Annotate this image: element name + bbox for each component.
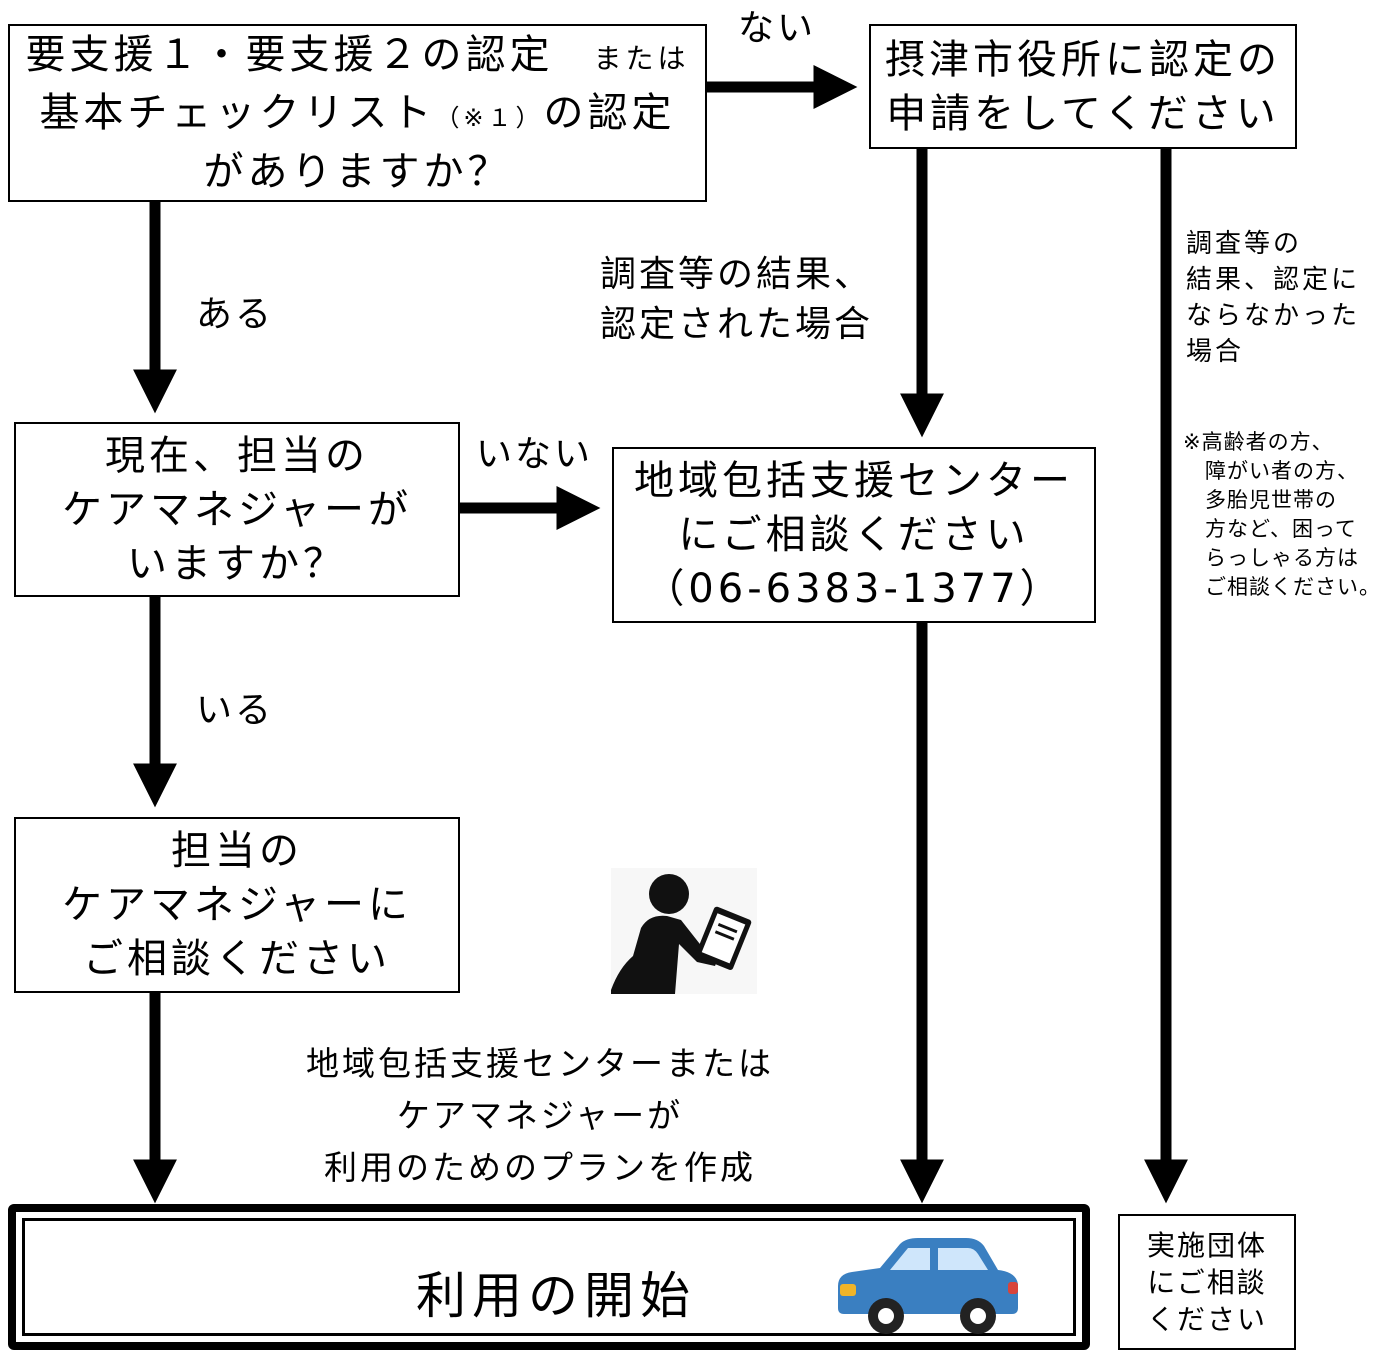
plan-line1: 地域包括支援センターまたは (306, 1044, 774, 1083)
org-line2: にご相談 (1147, 1265, 1267, 1299)
certification-or-text: または (593, 41, 690, 75)
start-use-box: 利用の開始 (8, 1204, 1090, 1350)
consult-manager-line3: ご相談ください (83, 936, 391, 982)
not-certified-line4: 場合 (1186, 337, 1245, 367)
note-line1: ※高齢者の方、 (1183, 430, 1334, 454)
checklist-text: 基本チェックリスト (39, 89, 436, 136)
note-text: ※高齢者の方、 障がい者の方、 多胎児世帯の 方など、困って らっしゃる方は ご… (1183, 428, 1381, 602)
org-line3: ください (1146, 1302, 1267, 1336)
not-certified-line1: 調査等の (1186, 229, 1303, 259)
center-line2: にご相談ください (678, 512, 1030, 558)
car-icon (838, 1238, 1018, 1334)
apply-line2: 申請をしてください (886, 90, 1280, 137)
label-no-cert: ない (738, 8, 817, 49)
certified-line1: 調査等の結果、 (600, 254, 874, 295)
note-line4: 方など、困って (1205, 517, 1357, 541)
plan-line2: ケアマネジャーが (396, 1096, 684, 1135)
label-certified: 調査等の結果、 認定された場合 (600, 250, 873, 350)
plan-line3: 利用のためのプランを作成 (324, 1148, 756, 1187)
label-not-certified: 調査等の 結果、認定に ならなかった 場合 (1186, 226, 1360, 370)
manager-q-line3: いますか？ (127, 540, 347, 587)
consult-manager-line2: ケアマネジャーに (62, 882, 412, 928)
label-yes-cert: ある (196, 294, 275, 335)
not-certified-line3: ならなかった (1186, 301, 1361, 331)
not-certified-line2: 結果、認定に (1186, 265, 1361, 295)
plan-text: 地域包括支援センターまたは ケアマネジャーが 利用のためのプランを作成 (290, 1038, 790, 1194)
center-phone: （06-6383-1377） (644, 566, 1064, 612)
consult-org-box: 実施団体 にご相談 ください (1118, 1214, 1296, 1350)
note-line2: 障がい者の方、 (1205, 459, 1359, 483)
care-manager-question-box: 現在、担当の ケアマネジャーが いますか？ (14, 422, 460, 597)
checklist-cert-text: の認定 (543, 89, 676, 136)
consult-center-box: 地域包括支援センター にご相談ください （06-6383-1377） (612, 447, 1096, 623)
apply-city-hall-box: 摂津市役所に認定の 申請をしてください (869, 24, 1297, 149)
person-writing-clipboard-icon (611, 868, 757, 994)
center-line1: 地域包括支援センター (634, 458, 1074, 504)
consult-care-manager-box: 担当の ケアマネジャーに ご相談ください (14, 817, 460, 993)
certification-question-box: 要支援１・要支援２の認定 または 基本チェックリスト（※１）の認定 がありますか？ (8, 24, 707, 202)
note-line6: ご相談ください。 (1205, 575, 1381, 599)
note-line5: らっしゃる方は (1205, 546, 1359, 570)
checklist-note-ref: （※１） (435, 103, 544, 132)
manager-q-line1: 現在、担当の (105, 432, 369, 479)
manager-q-line2: ケアマネジャーが (62, 486, 412, 533)
org-line1: 実施団体 (1146, 1228, 1267, 1262)
note-line3: 多胎児世帯の (1205, 488, 1337, 512)
label-no-manager: いない (476, 434, 594, 475)
certified-line2: 認定された場合 (600, 304, 874, 345)
certification-line1: 要支援１・要支援２の認定 (25, 31, 554, 78)
start-use-label: 利用の開始 (416, 1267, 696, 1325)
certification-line3: がありますか？ (203, 148, 512, 195)
apply-line1: 摂津市役所に認定の (885, 36, 1281, 83)
consult-manager-line1: 担当の (171, 828, 303, 874)
label-has-manager: いる (196, 690, 275, 731)
